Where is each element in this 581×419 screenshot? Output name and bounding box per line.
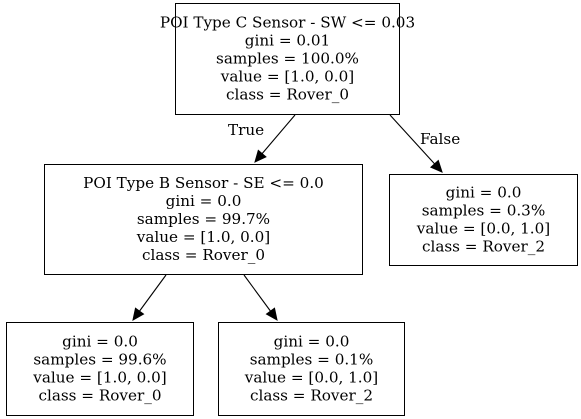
node-text-line: class = Rover_0 xyxy=(142,246,265,264)
edge-line xyxy=(389,114,435,165)
edge-left-to-left_right xyxy=(243,274,278,321)
node-text-line: samples = 0.3% xyxy=(422,202,546,220)
node-text-line: class = Rover_2 xyxy=(250,387,373,405)
edge-root-to-left: True xyxy=(228,114,296,163)
node-text-line: gini = 0.0 xyxy=(166,192,242,210)
node-text-line: class = Rover_0 xyxy=(38,387,161,405)
arrowhead xyxy=(254,149,267,163)
edge-line xyxy=(139,274,167,312)
edge-line xyxy=(243,274,271,312)
node-text-line: value = [0.0, 1.0] xyxy=(244,369,378,387)
edge-label-false: False xyxy=(420,130,460,148)
node-text-line: samples = 0.1% xyxy=(250,351,374,369)
arrowhead xyxy=(132,307,145,321)
edge-label-true: True xyxy=(228,121,264,139)
node-box xyxy=(389,174,578,266)
node-text-line: class = Rover_0 xyxy=(226,86,349,104)
node-text-line: POI Type B Sensor - SE <= 0.0 xyxy=(83,174,324,192)
node-text-line: gini = 0.0 xyxy=(62,333,138,351)
node-text-line: gini = 0.0 xyxy=(446,184,522,202)
node-text-line: value = [1.0, 0.0] xyxy=(220,68,354,86)
node-text-line: class = Rover_2 xyxy=(422,238,545,256)
node-text-line: value = [1.0, 0.0] xyxy=(136,228,270,246)
arrowhead xyxy=(265,307,278,321)
node-box xyxy=(6,322,194,416)
node-text-line: gini = 0.01 xyxy=(245,32,330,50)
node-text-line: value = [0.0, 1.0] xyxy=(416,220,550,238)
arrowhead xyxy=(429,159,443,173)
node-box xyxy=(44,164,363,275)
edge-left-to-left_left xyxy=(132,274,167,321)
node-text-line: samples = 100.0% xyxy=(216,50,359,68)
node-text-line: value = [1.0, 0.0] xyxy=(32,369,166,387)
node-box xyxy=(218,322,405,416)
node-text-line: samples = 99.6% xyxy=(33,351,166,369)
node-text-line: POI Type C Sensor - SW <= 0.03 xyxy=(160,14,415,32)
node-text-line: gini = 0.0 xyxy=(274,333,350,351)
node-box xyxy=(175,3,400,115)
node-text-line: samples = 99.7% xyxy=(137,210,270,228)
edge-line xyxy=(261,114,296,154)
edge-root-to-right: False xyxy=(389,114,460,173)
